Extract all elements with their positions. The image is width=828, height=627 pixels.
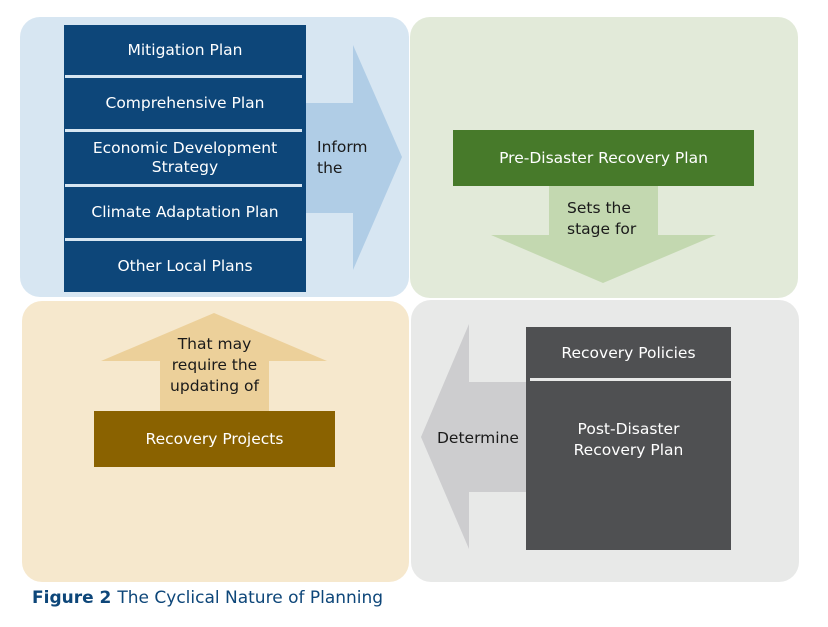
plan-mitigation: Mitigation Plan [127,40,243,59]
figure-number: Figure 2 [32,588,112,608]
recovery-projects-box: Recovery Projects [94,411,335,467]
plan-comprehensive: Comprehensive Plan [105,94,265,112]
label-inform-the: Inform the [317,138,368,177]
post-disaster-stack: Recovery Policies Post-Disaster Recovery… [526,327,731,550]
post-disaster-recovery-plan-box: Post-Disaster Recovery Plan [573,420,684,459]
label-determine: Determine [437,429,519,447]
divider [65,238,302,241]
recovery-policies-box: Recovery Policies [561,343,696,362]
divider [530,378,731,381]
plan-economic-development: Economic Development Strategy [92,139,278,176]
pre-disaster-recovery-plan-box: Pre-Disaster Recovery Plan [453,130,754,186]
plan-climate-adaptation: Climate Adaptation Plan [91,203,279,221]
arrow-down-icon [491,186,716,283]
label-that-may-require: That may require the updating of [170,335,259,395]
label-sets-the-stage: Sets the stage for [567,199,637,238]
divider [65,129,302,132]
arrow-left-icon [421,324,526,549]
plan-other-local: Other Local Plans [117,257,253,275]
arrow-up-icon [101,313,327,411]
figure-title: The Cyclical Nature of Planning [117,588,384,608]
arrow-right-icon [306,45,402,270]
existing-plans-stack: Mitigation Plan Comprehensive Plan Econo… [64,25,306,292]
divider [65,184,302,187]
divider [65,75,302,78]
